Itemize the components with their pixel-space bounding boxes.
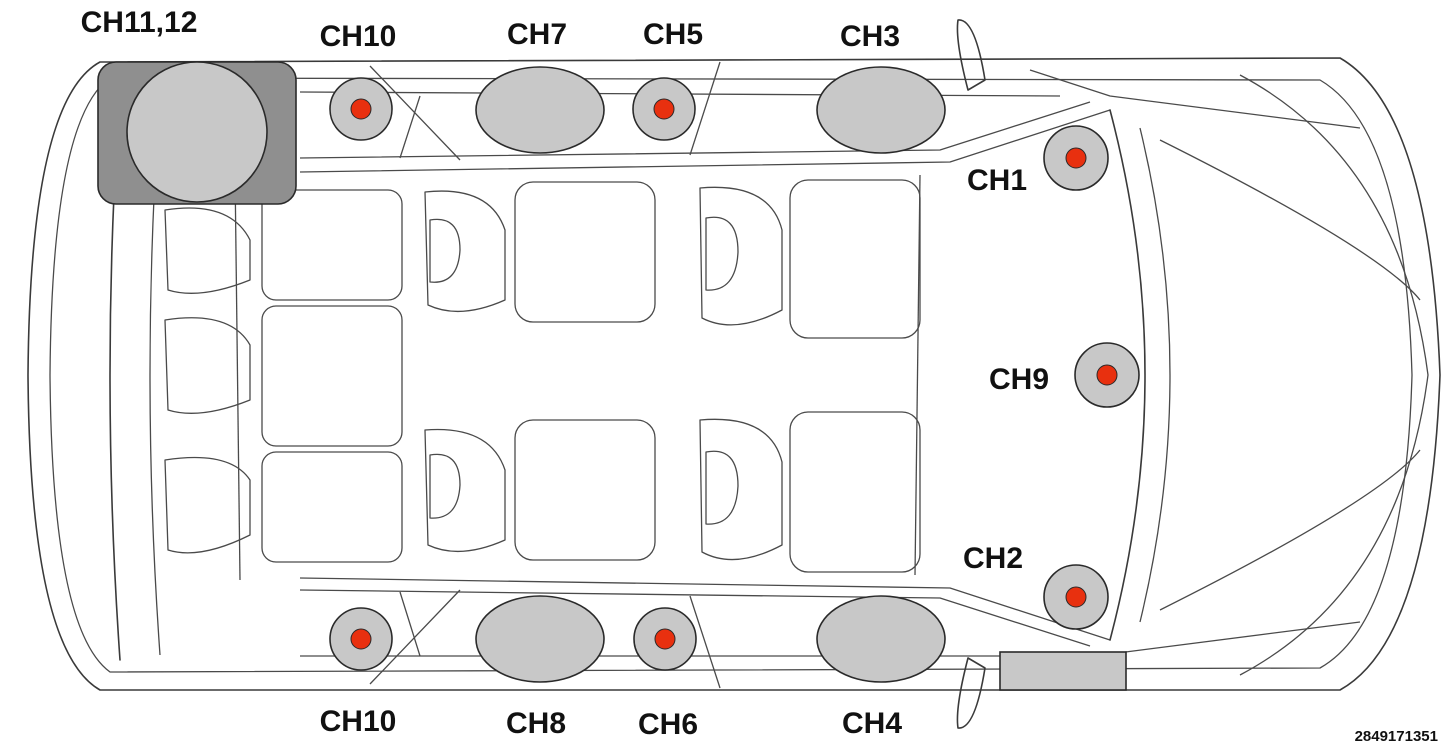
side-mirrors <box>956 19 986 729</box>
speaker-ch2 <box>1043 564 1109 630</box>
label-ch4: CH4 <box>842 707 902 740</box>
speaker-ch7 <box>475 66 605 154</box>
speaker-ch5 <box>632 77 696 141</box>
speaker-ch1 <box>1043 125 1109 191</box>
label-ch6: CH6 <box>638 708 698 741</box>
label-ch11-12: CH11,12 <box>81 6 198 39</box>
label-ch8: CH8 <box>506 707 566 740</box>
reference-code: 2849171351 <box>1355 728 1438 745</box>
car-body-outline <box>27 57 1441 691</box>
speaker-ch9 <box>1074 342 1140 408</box>
speaker-ch4 <box>816 595 946 683</box>
speaker-ch3 <box>816 66 946 154</box>
label-ch2: CH2 <box>963 542 1023 575</box>
label-ch1: CH1 <box>967 164 1027 197</box>
label-ch5: CH5 <box>643 18 703 51</box>
label-ch10-top: CH10 <box>320 20 397 53</box>
label-ch7: CH7 <box>507 18 567 51</box>
speaker-ch8 <box>475 595 605 683</box>
speaker-ch6 <box>633 607 697 671</box>
label-ch3: CH3 <box>840 20 900 53</box>
amplifier-box <box>999 651 1127 691</box>
seats <box>164 169 921 581</box>
subwoofer-ch11-12 <box>97 61 297 205</box>
label-ch9: CH9 <box>989 363 1049 396</box>
speaker-ch10-bottom <box>329 607 393 671</box>
label-ch10-bottom: CH10 <box>320 705 397 738</box>
speaker-ch10-top <box>329 77 393 141</box>
